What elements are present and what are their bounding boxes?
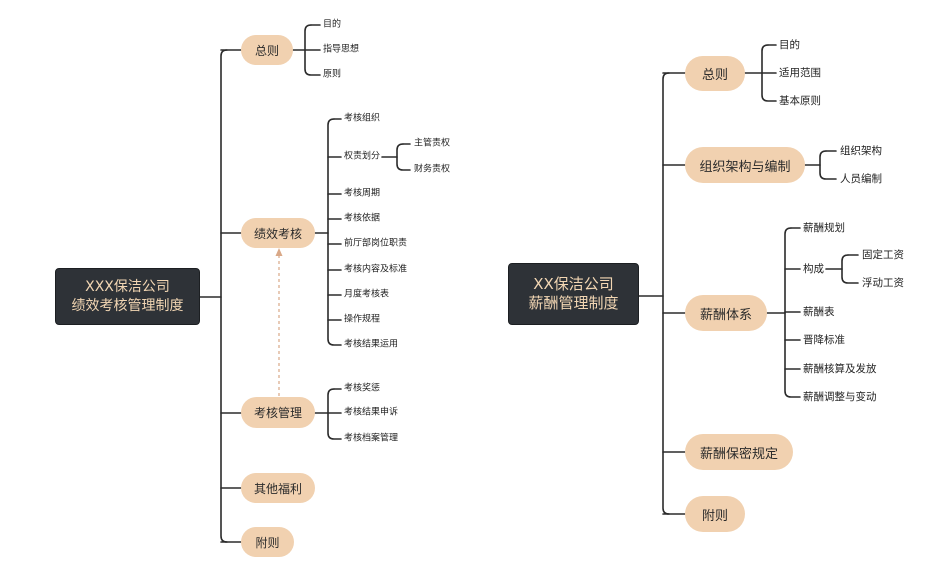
right-leaf-salary-table[interactable]: 薪酬表: [803, 305, 835, 318]
left-leaf-appeal[interactable]: 考核结果申诉: [344, 407, 399, 418]
right-root-node[interactable]: XX保洁公司 薪酬管理制度: [508, 263, 639, 325]
left-leaf-guiding-idea[interactable]: 指导思想: [323, 44, 360, 55]
left-root-line1: XXX保洁公司: [85, 279, 170, 296]
left-leaf-archive[interactable]: 考核档案管理: [344, 433, 399, 444]
right-leaf-salary-plan[interactable]: 薪酬规划: [803, 221, 845, 234]
left-leaf-reward[interactable]: 考核奖惩: [344, 383, 381, 394]
right-leaf-payout[interactable]: 薪酬核算及发放: [803, 362, 877, 375]
right-leaf-scope[interactable]: 适用范围: [779, 66, 821, 79]
left-branch-other-benefits[interactable]: 其他福利: [241, 473, 315, 503]
left-branch-general[interactable]: 总则: [241, 35, 293, 65]
right-leaf-fixed-wage[interactable]: 固定工资: [862, 248, 904, 261]
left-leaf-basis[interactable]: 考核依据: [344, 213, 381, 224]
right-leaf-purpose[interactable]: 目的: [779, 38, 800, 51]
right-leaf-promotion[interactable]: 晋降标准: [803, 333, 845, 346]
right-branch-salary-system[interactable]: 薪酬体系: [685, 295, 767, 331]
left-leaf-authority[interactable]: 权责划分: [344, 151, 381, 162]
left-leaf-supervisor-auth[interactable]: 主管责权: [414, 138, 451, 149]
left-leaf-result-use[interactable]: 考核结果运用: [344, 339, 399, 350]
left-branch-appraisal[interactable]: 绩效考核: [241, 218, 315, 248]
left-leaf-content[interactable]: 考核内容及标准: [344, 264, 408, 275]
left-leaf-purpose[interactable]: 目的: [323, 19, 342, 30]
left-leaf-principle[interactable]: 原则: [323, 69, 342, 80]
right-leaf-floating-wage[interactable]: 浮动工资: [862, 276, 904, 289]
right-branch-appendix[interactable]: 附则: [685, 496, 745, 532]
right-leaf-composition[interactable]: 构成: [803, 262, 824, 275]
left-root-node[interactable]: XXX保洁公司 绩效考核管理制度: [55, 268, 200, 325]
left-leaf-duties[interactable]: 前厅部岗位职责: [344, 238, 408, 249]
right-root-line1: XX保洁公司: [533, 274, 614, 293]
right-leaf-structure[interactable]: 组织架构: [840, 144, 882, 157]
left-leaf-monthly-form[interactable]: 月度考核表: [344, 289, 390, 300]
left-leaf-period[interactable]: 考核周期: [344, 188, 381, 199]
left-branch-appendix[interactable]: 附则: [241, 527, 294, 557]
right-branch-general[interactable]: 总则: [685, 56, 745, 91]
right-leaf-staffing[interactable]: 人员编制: [840, 172, 882, 185]
left-branch-appraisal-mgmt[interactable]: 考核管理: [241, 397, 315, 428]
right-leaf-basic-principle[interactable]: 基本原则: [779, 94, 821, 107]
right-branch-confidentiality[interactable]: 薪酬保密规定: [685, 434, 793, 470]
left-root-line2: 绩效考核管理制度: [71, 297, 184, 314]
left-leaf-org[interactable]: 考核组织: [344, 113, 381, 124]
right-branch-org[interactable]: 组织架构与编制: [685, 147, 805, 183]
left-leaf-finance-auth[interactable]: 财务责权: [414, 164, 451, 175]
right-root-line2: 薪酬管理制度: [528, 294, 619, 312]
right-leaf-adjustment[interactable]: 薪酬调整与变动: [803, 390, 877, 403]
left-leaf-procedure[interactable]: 操作规程: [344, 314, 381, 325]
